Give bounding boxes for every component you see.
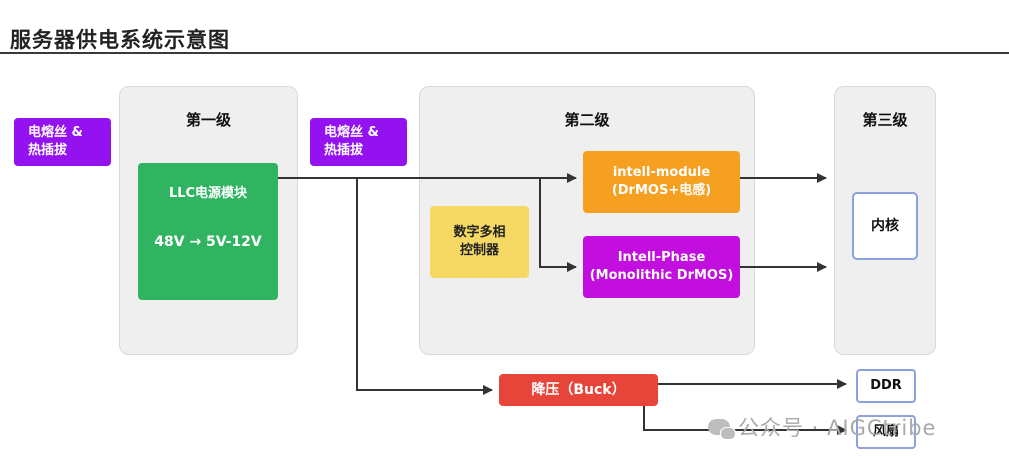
buck-to-fan-line	[643, 405, 847, 435]
core-box: 内核	[852, 192, 918, 260]
multiphase-controller: 数字多相 控制器	[430, 206, 529, 278]
fuse-left-line1: 电熔丝 &	[28, 125, 83, 140]
intell-module-box: intell-module (DrMOS+电感)	[583, 151, 740, 213]
intell-phase-box: Intell-Phase (Monolithic DrMOS)	[583, 236, 740, 298]
module-line1: intell-module	[612, 165, 711, 180]
core-label: 内核	[871, 218, 899, 234]
fuse-hotswap-mid: 电熔丝 & 热插拔	[310, 118, 407, 166]
phase-line1: Intell-Phase	[617, 250, 706, 265]
watermark-text: 公众号 · AIGCtribe	[738, 416, 937, 440]
fan-label: 风扇	[872, 424, 899, 439]
page-title: 服务器供电系统示意图	[10, 28, 230, 52]
watermark: 公众号 · AIGCtribe	[708, 414, 936, 440]
bus-to-buck-line	[356, 178, 493, 395]
fan-box: 风扇	[856, 415, 916, 449]
wechat-icon	[708, 419, 736, 440]
llc-power-module: LLC电源模块 48V → 5V-12V	[138, 163, 278, 300]
llc-voltage: 48V → 5V-12V	[154, 234, 262, 250]
ddr-label: DDR	[870, 378, 902, 393]
stage-first-label: 第一级	[185, 111, 231, 129]
controller-line2: 控制器	[459, 243, 499, 258]
llc-label: LLC电源模块	[168, 186, 248, 201]
buck-label: 降压（Buck）	[531, 382, 626, 398]
fuse-hotswap-left: 电熔丝 & 热插拔	[14, 118, 111, 166]
stage-third-label: 第三级	[862, 111, 908, 129]
fuse-mid-line1: 电熔丝 &	[324, 125, 379, 140]
controller-line1: 数字多相	[453, 225, 506, 240]
fuse-left-line2: 热插拔	[28, 143, 68, 158]
stage-second-label: 第二级	[564, 111, 610, 129]
module-line2: (DrMOS+电感)	[611, 183, 712, 198]
ddr-box: DDR	[856, 369, 916, 403]
buck-converter: 降压（Buck）	[499, 374, 658, 406]
fuse-mid-line2: 热插拔	[324, 143, 364, 158]
title-divider	[0, 52, 1009, 54]
branch-to-phase-line	[539, 178, 577, 272]
phase-line2: (Monolithic DrMOS)	[589, 268, 734, 283]
